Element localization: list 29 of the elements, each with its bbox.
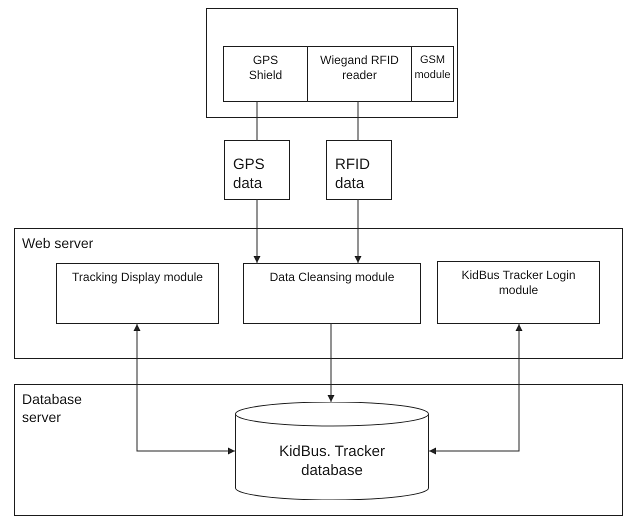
data-box	[326, 140, 392, 200]
node-label: GPS Shield	[248, 53, 284, 83]
board-box	[206, 8, 458, 118]
panel-title: Web server	[22, 234, 94, 252]
node-label: Tracking Display module	[71, 270, 204, 285]
connector-line	[328, 324, 334, 402]
server-panel	[14, 384, 623, 516]
module-box	[243, 263, 421, 324]
connector-line	[428, 324, 522, 454]
module-box	[411, 46, 454, 102]
data-box	[224, 140, 290, 200]
node-label: GPS data	[233, 155, 266, 193]
module-box	[223, 46, 308, 102]
connector-line	[354, 200, 362, 264]
node-label: GSM module	[413, 53, 452, 83]
module-box	[437, 261, 600, 324]
module-box	[307, 46, 412, 102]
node-label: KidBus Tracker Login module	[460, 268, 577, 298]
connector-line	[134, 324, 236, 454]
connector-line	[254, 200, 260, 264]
server-panel	[14, 228, 623, 359]
panel-title: Database server	[22, 390, 83, 426]
node-label: Wiegand RFID reader	[320, 53, 399, 83]
node-label: Data Cleansing module	[268, 270, 396, 285]
node-label: KidBus. Tracker database	[278, 442, 386, 480]
node-label: RFID data	[335, 155, 371, 193]
connector-line	[256, 102, 258, 140]
database-cylinder	[235, 402, 429, 500]
module-box	[56, 263, 219, 324]
